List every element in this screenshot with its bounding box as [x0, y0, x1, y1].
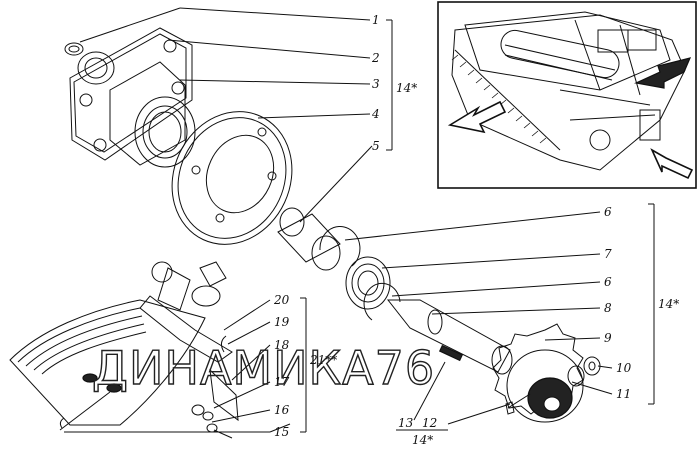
snap-ring-upper: [319, 226, 361, 267]
leader-lines: [64, 7, 655, 433]
bolt: [505, 393, 531, 415]
group-label-top: 14*: [396, 81, 417, 95]
group-label-fork: 21**: [309, 353, 337, 367]
group-label-bottom: 14*: [412, 433, 433, 447]
callout-6b: 6: [604, 275, 612, 289]
snap-ring-lower: [363, 282, 401, 321]
callout-8: 8: [604, 301, 612, 315]
flange-disc: [171, 111, 293, 245]
callout-15: 15: [274, 425, 289, 439]
callout-13: 13: [398, 416, 414, 430]
callout-7: 7: [604, 247, 612, 261]
callout-19: 19: [274, 315, 290, 329]
callout-4: 4: [371, 107, 380, 121]
callout-1: 1: [372, 13, 380, 27]
shaft-bushing: [277, 207, 341, 271]
callout-2: 2: [371, 51, 380, 65]
callout-6a: 6: [604, 205, 612, 219]
bearing-housing: [69, 27, 196, 168]
grease-fitting: [64, 42, 84, 56]
callout-9: 9: [604, 331, 612, 345]
sprocket: [492, 323, 584, 423]
callout-5: 5: [372, 139, 380, 153]
exploded-view: [9, 7, 655, 439]
inset-combine-header: [437, 1, 697, 189]
callout-17: 17: [274, 375, 290, 389]
callout-12: 12: [422, 416, 437, 430]
callout-10: 10: [616, 361, 632, 375]
watermark: ДИНАМИКА76: [92, 341, 435, 395]
drive-shaft: [386, 299, 513, 375]
callout-20: 20: [273, 293, 290, 307]
divider-shoe: [9, 261, 239, 439]
callout-18: 18: [274, 338, 290, 352]
callout-16: 16: [274, 403, 290, 417]
group-label-shaft: 14*: [658, 297, 679, 311]
callout-labels: 1 2 3 4 5 6 7 6 8 9 10 11 12 13 15 16 17…: [273, 13, 679, 447]
callout-3: 3: [372, 77, 380, 91]
callout-11: 11: [616, 387, 631, 401]
